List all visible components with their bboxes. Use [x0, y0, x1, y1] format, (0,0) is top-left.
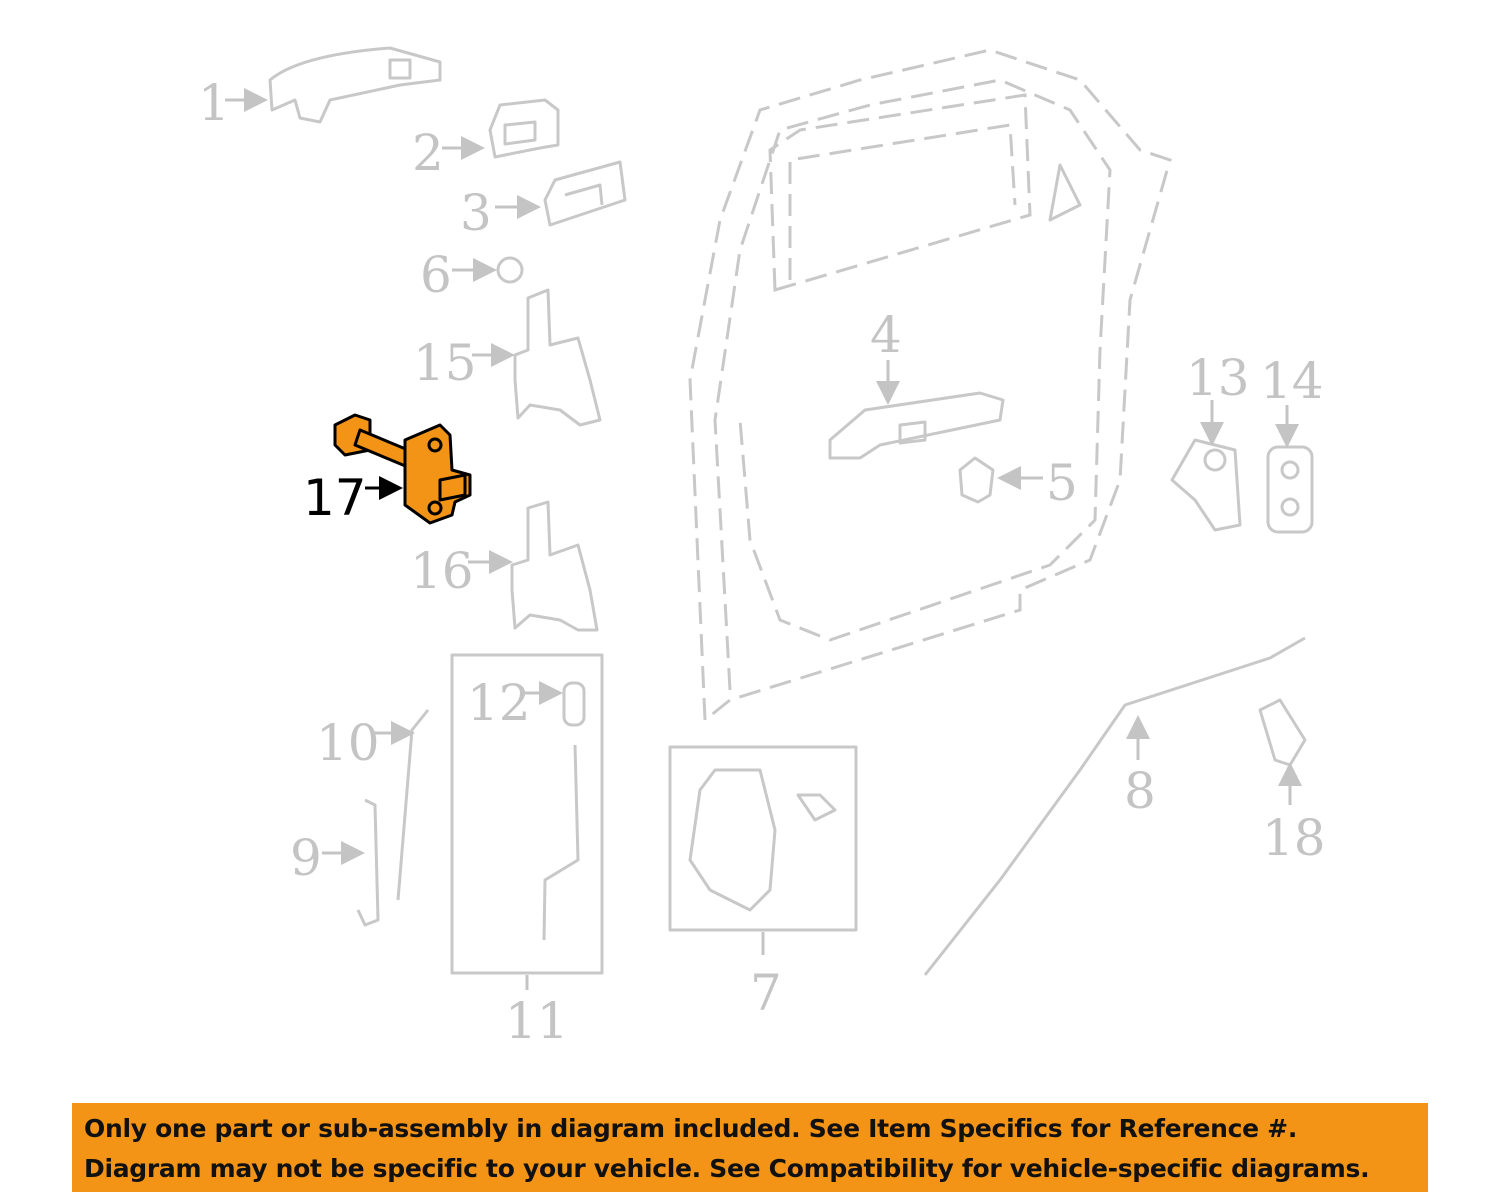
callout-18: 18	[1262, 809, 1326, 867]
part-13-striker	[1170, 438, 1242, 532]
callout-3: 3	[460, 184, 492, 242]
callout-15: 15	[413, 334, 477, 392]
part-5	[958, 456, 995, 504]
part-17-door-check	[333, 413, 472, 525]
part-18-clip	[1258, 698, 1307, 767]
callout-11: 11	[505, 992, 569, 1050]
callout-4: 4	[870, 306, 902, 364]
callout-10: 10	[316, 714, 380, 772]
callout-1: 1	[198, 74, 230, 132]
part-7-box	[668, 745, 858, 932]
part-14-plate	[1266, 445, 1314, 534]
part-4-inner-handle	[828, 391, 1005, 460]
callout-9: 9	[290, 829, 322, 887]
part-1-outer-handle	[268, 46, 442, 124]
disclaimer-line-1: Only one part or sub-assembly in diagram…	[84, 1114, 1298, 1143]
part-10-rod	[396, 709, 430, 901]
part-6-plug	[496, 256, 524, 284]
callout-8: 8	[1124, 762, 1156, 820]
part-2	[488, 98, 560, 159]
part-15-hinge	[513, 288, 602, 427]
part-8-cable	[923, 636, 1306, 976]
callout-6: 6	[420, 246, 452, 304]
callout-5: 5	[1046, 454, 1078, 512]
disclaimer-banner: Only one part or sub-assembly in diagram…	[72, 1103, 1428, 1192]
part-9-rod	[356, 798, 380, 927]
callout-labels: 1 2 3 6 15 4 5 13 14 17 16 12 10 9 11 7 …	[198, 74, 1326, 1050]
callout-17: 17	[303, 469, 367, 527]
part-16-hinge	[510, 500, 599, 632]
callout-16: 16	[410, 542, 474, 600]
part-11-box	[450, 653, 604, 975]
callout-12: 12	[467, 674, 531, 732]
callout-2: 2	[412, 124, 444, 182]
callout-14: 14	[1260, 352, 1324, 410]
disclaimer-line-2: Diagram may not be specific to your vehi…	[84, 1154, 1370, 1183]
callout-13: 13	[1186, 349, 1250, 407]
door-outline	[688, 48, 1172, 724]
part-3	[543, 160, 627, 227]
callout-7: 7	[750, 964, 782, 1022]
